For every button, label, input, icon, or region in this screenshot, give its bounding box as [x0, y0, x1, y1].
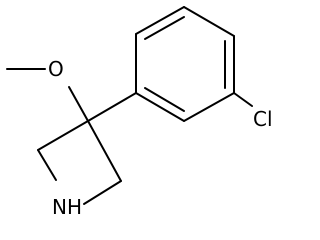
azetidine-bond-4: [83, 180, 122, 205]
molecule-structure: O Cl NH: [6, 6, 273, 219]
chlorine-bond: [233, 92, 253, 107]
ring-bond-2: [183, 6, 235, 37]
azetidine-bond-1: [37, 120, 89, 151]
azetidine-ring: [37, 120, 122, 205]
ring-bond-5: [135, 92, 185, 122]
c-o-bond: [68, 86, 89, 122]
ring-double-bond-3: [144, 87, 185, 112]
ring-bond-1: [135, 6, 185, 35]
oxygen-label: O: [48, 57, 64, 81]
azetidine-bond-2: [37, 149, 57, 181]
ring-bond-4: [183, 92, 235, 122]
benzene-ring: [135, 6, 235, 122]
ring-double-bond-1: [144, 16, 185, 40]
aryl-quaternary-bond: [87, 92, 137, 122]
chlorine-label: Cl: [253, 107, 273, 131]
nitrogen-label: NH: [52, 195, 82, 219]
azetidine-bond-3: [87, 120, 122, 182]
